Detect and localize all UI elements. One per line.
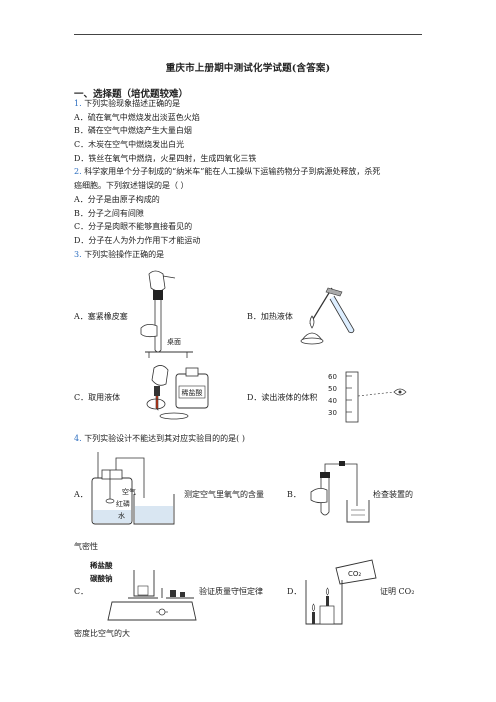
tick-50: 50 bbox=[328, 385, 337, 393]
question-1: 1. 下列实验现象描述正确的是 bbox=[74, 98, 180, 109]
question-2: 2. 科学家用单个分子制成的“纳米车”能在人工操纵下运输药物分子到病源处释放，杀… bbox=[74, 166, 380, 177]
airtight-check-figure bbox=[310, 461, 370, 523]
q4-option-c-text: 验证质量守恒定律 bbox=[199, 587, 263, 596]
label-air: 空气 bbox=[122, 487, 136, 496]
header-rule bbox=[74, 34, 422, 35]
question-number: 4. bbox=[74, 434, 82, 443]
question-2-continued: 癌细胞。下列叙述错误的是（ ） bbox=[74, 181, 189, 190]
q4-option-d-text: 证明 CO₂ bbox=[380, 587, 415, 596]
stopper-figure: 桌面 bbox=[140, 270, 193, 358]
co2-candle-figure: CO₂ bbox=[305, 559, 377, 625]
tick-60: 60 bbox=[328, 373, 337, 381]
q2-option-d: D．分子在人为外力作用下才能运动 bbox=[74, 236, 201, 245]
question-number: 2. bbox=[74, 167, 82, 176]
q3-option-c: C．取用液体 bbox=[74, 393, 121, 402]
q4-option-b-text-continued: 气密性 bbox=[74, 542, 98, 551]
question-stem: 科学家用单个分子制成的“纳米车”能在人工操纵下运输药物分子到病源处释放，杀死 bbox=[84, 167, 381, 176]
q1-option-c: C．木炭在空气中燃烧发出白光 bbox=[74, 140, 185, 149]
label-red-phosphorus: 红磷 bbox=[116, 499, 130, 508]
q3-option-a: A．塞紧橡皮塞 bbox=[74, 312, 128, 321]
table-label: 桌面 bbox=[167, 337, 181, 346]
bottle-label: 稀盐酸 bbox=[182, 388, 203, 397]
dropper-figure: 稀盐酸 bbox=[146, 365, 209, 420]
q1-option-b: B．磷在空气中燃烧产生大量白烟 bbox=[74, 126, 192, 135]
q1-option-d: D．铁丝在氧气中燃烧，火星四射，生成四氧化三铁 bbox=[74, 154, 257, 163]
question-4: 4. 下列实验设计不能达到其对应实验目的的是( ) bbox=[74, 433, 245, 444]
label-water: 水 bbox=[118, 511, 125, 520]
q4-option-b-text: 检查装置的 bbox=[373, 490, 413, 499]
label-hydrochloric-acid: 稀盐酸 bbox=[90, 560, 113, 570]
section-heading: 一、选择题（培优题较难） bbox=[74, 89, 189, 100]
q2-option-a: A．分子是由原子构成的 bbox=[74, 195, 160, 204]
question-stem: 下列实验设计不能达到其对应实验目的的是( ) bbox=[84, 434, 245, 443]
question-number: 3. bbox=[74, 250, 82, 259]
document-title: 重庆市上册期中测试化学试题(含答案) bbox=[165, 63, 331, 74]
oxygen-apparatus-figure: 空气 红磷 水 bbox=[91, 452, 175, 525]
cylinder-figure: 60 50 40 30 bbox=[328, 371, 407, 423]
tick-40: 40 bbox=[328, 397, 337, 405]
q4-option-c-letter: C． bbox=[74, 587, 89, 596]
q4-option-b-letter: B． bbox=[287, 490, 301, 499]
q2-option-b: B．分子之间有间隙 bbox=[74, 209, 144, 218]
q2-option-c: C．分子是肉眼不能够直接看见的 bbox=[74, 222, 193, 231]
q1-option-a: A．硫在氧气中燃烧发出淡蓝色火焰 bbox=[74, 113, 200, 122]
heating-figure bbox=[300, 287, 355, 345]
label-sodium-carbonate: 碳酸钠 bbox=[90, 573, 113, 583]
question-stem: 下列实验操作正确的是 bbox=[84, 250, 165, 259]
q3-option-b: B．加热液体 bbox=[247, 312, 293, 321]
q3-option-d: D．读出液体的体积 bbox=[247, 393, 318, 402]
question-3: 3. 下列实验操作正确的是 bbox=[74, 249, 164, 260]
co2-label: CO₂ bbox=[348, 570, 361, 578]
tick-30: 30 bbox=[328, 409, 337, 417]
q4-option-a-letter: A． bbox=[74, 490, 88, 499]
balance-figure: 稀盐酸 碳酸钠 bbox=[90, 560, 197, 621]
q4-option-a-text: 测定空气里氧气的含量 bbox=[184, 490, 264, 499]
q4-option-d-text-continued: 密度比空气的大 bbox=[74, 629, 130, 638]
question-stem: 下列实验现象描述正确的是 bbox=[84, 99, 181, 108]
q4-option-d-letter: D． bbox=[287, 587, 302, 596]
question-number: 1. bbox=[74, 99, 82, 108]
